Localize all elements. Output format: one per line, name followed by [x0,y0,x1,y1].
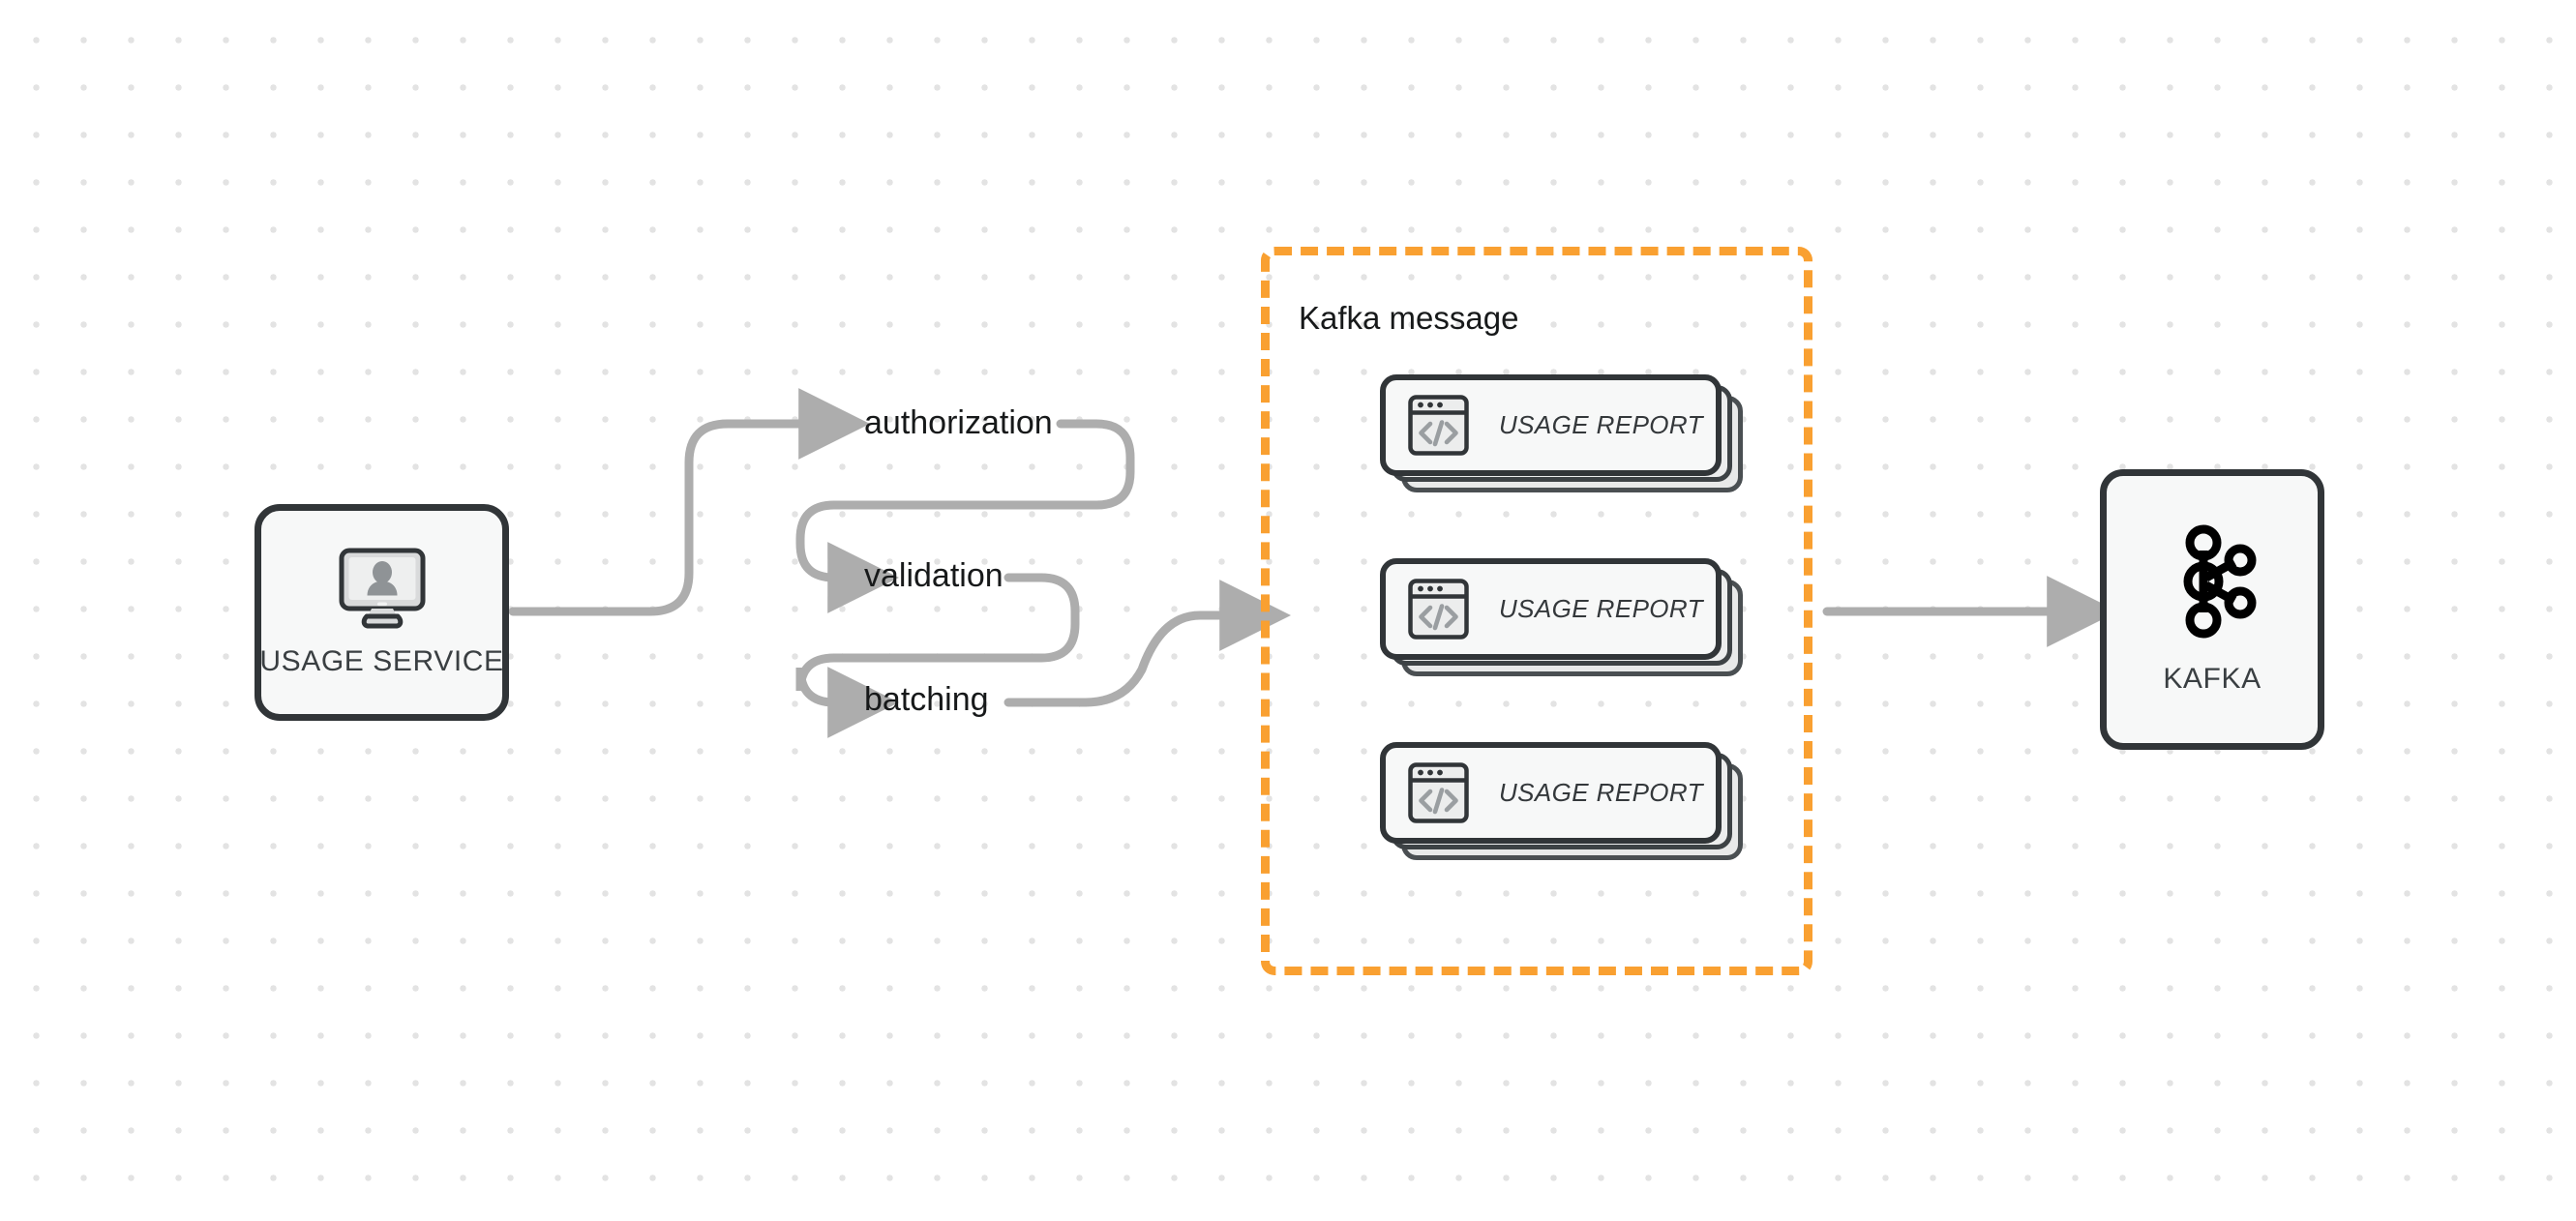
usage-report-card[interactable]: USAGE REPORT [1380,742,1743,860]
node-usage-service-label: USAGE SERVICE [259,645,504,677]
usage-report-card-label: USAGE REPORT [1499,594,1703,623]
kafka-logo-icon [2165,523,2260,640]
usage-report-card[interactable]: USAGE REPORT [1380,374,1743,492]
node-kafka[interactable]: KAFKA [2100,469,2324,750]
card-front[interactable]: USAGE REPORT [1380,742,1722,844]
node-kafka-label: KAFKA [2163,663,2261,695]
pipeline-step-validation[interactable]: validation [864,557,1003,594]
kafka-message-group[interactable]: Kafka message US [1261,247,1812,975]
connector-batching-to-kafka-message [1003,580,1291,707]
kafka-message-title: Kafka message [1299,300,1519,336]
pipeline-step-batching[interactable]: batching [864,681,989,718]
card-front[interactable]: USAGE REPORT [1380,558,1722,660]
connector-authorization-to-validation [795,419,1135,613]
usage-report-card-label: USAGE REPORT [1499,410,1703,439]
code-window-icon [1386,578,1470,640]
code-window-icon [1386,394,1470,457]
pipeline-step-authorization[interactable]: authorization [864,404,1053,441]
connector-usage-service-to-authorization [508,388,870,616]
usage-report-card-label: USAGE REPORT [1499,778,1703,807]
card-front[interactable]: USAGE REPORT [1380,374,1722,476]
node-usage-service[interactable]: USAGE SERVICE [255,504,509,721]
code-window-icon [1386,761,1470,824]
monitor-user-icon [335,547,430,630]
usage-report-card[interactable]: USAGE REPORT [1380,558,1743,676]
